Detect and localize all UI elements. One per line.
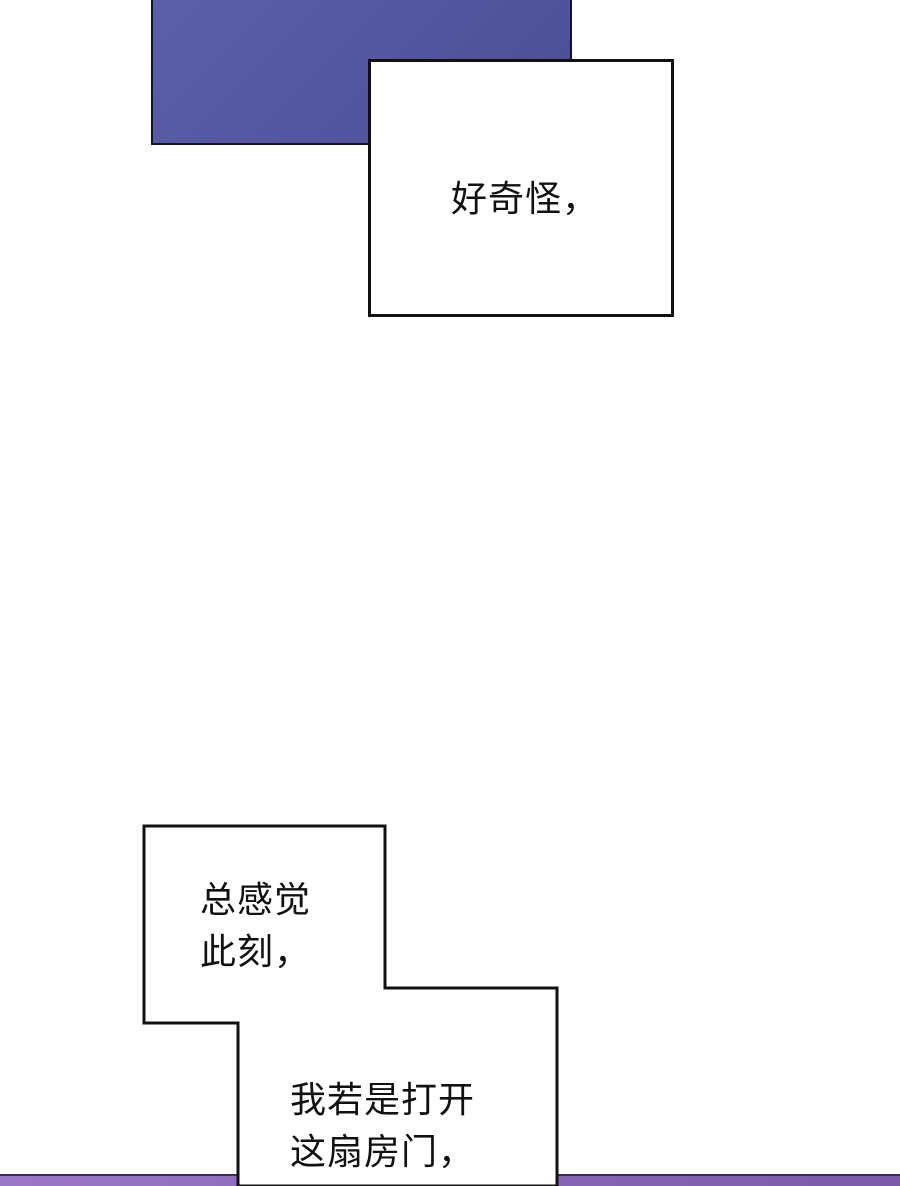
caption-line: 我若是打开 bbox=[290, 1080, 476, 1121]
caption-text-group-1: 总感觉 此刻， bbox=[200, 875, 311, 979]
caption-line: 总感觉 bbox=[200, 880, 312, 921]
caption-line: 此刻， bbox=[200, 932, 312, 973]
caption-box-top: 好奇怪， bbox=[368, 59, 674, 317]
caption-text: 好奇怪， bbox=[451, 179, 600, 220]
caption-line: 这扇房门， bbox=[290, 1132, 476, 1173]
caption-text-group-2: 我若是打开 这扇房门， bbox=[290, 1075, 475, 1179]
